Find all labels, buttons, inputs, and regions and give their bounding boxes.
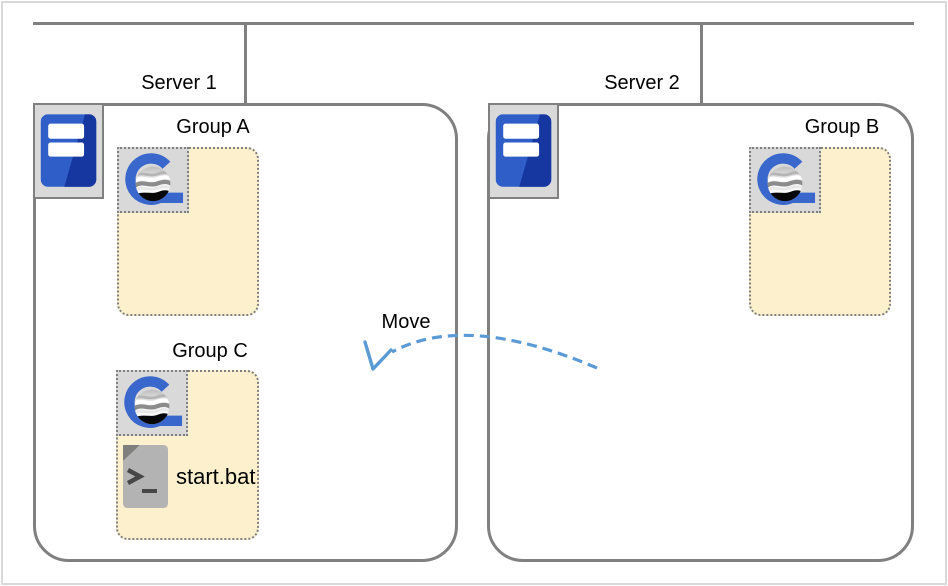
server-tower-icon [33, 103, 104, 199]
move-label: Move [381, 311, 431, 333]
server-tower-icon [488, 103, 559, 199]
batch-file-label: start.bat [176, 464, 256, 489]
group-b-label: Group B [804, 116, 880, 138]
g-globe-app-icon [749, 147, 821, 213]
server2-label: Server 2 [604, 72, 680, 94]
group-a-label: Group A [176, 116, 250, 138]
server2-drop-line [700, 25, 703, 103]
server1-label: Server 1 [141, 72, 217, 94]
server1-drop-line [244, 25, 247, 103]
network-bus-line [33, 22, 914, 25]
batch-file-icon [123, 445, 168, 508]
g-globe-app-icon [116, 370, 188, 436]
group-c-label: Group C [172, 340, 248, 362]
g-globe-app-icon [117, 147, 189, 213]
